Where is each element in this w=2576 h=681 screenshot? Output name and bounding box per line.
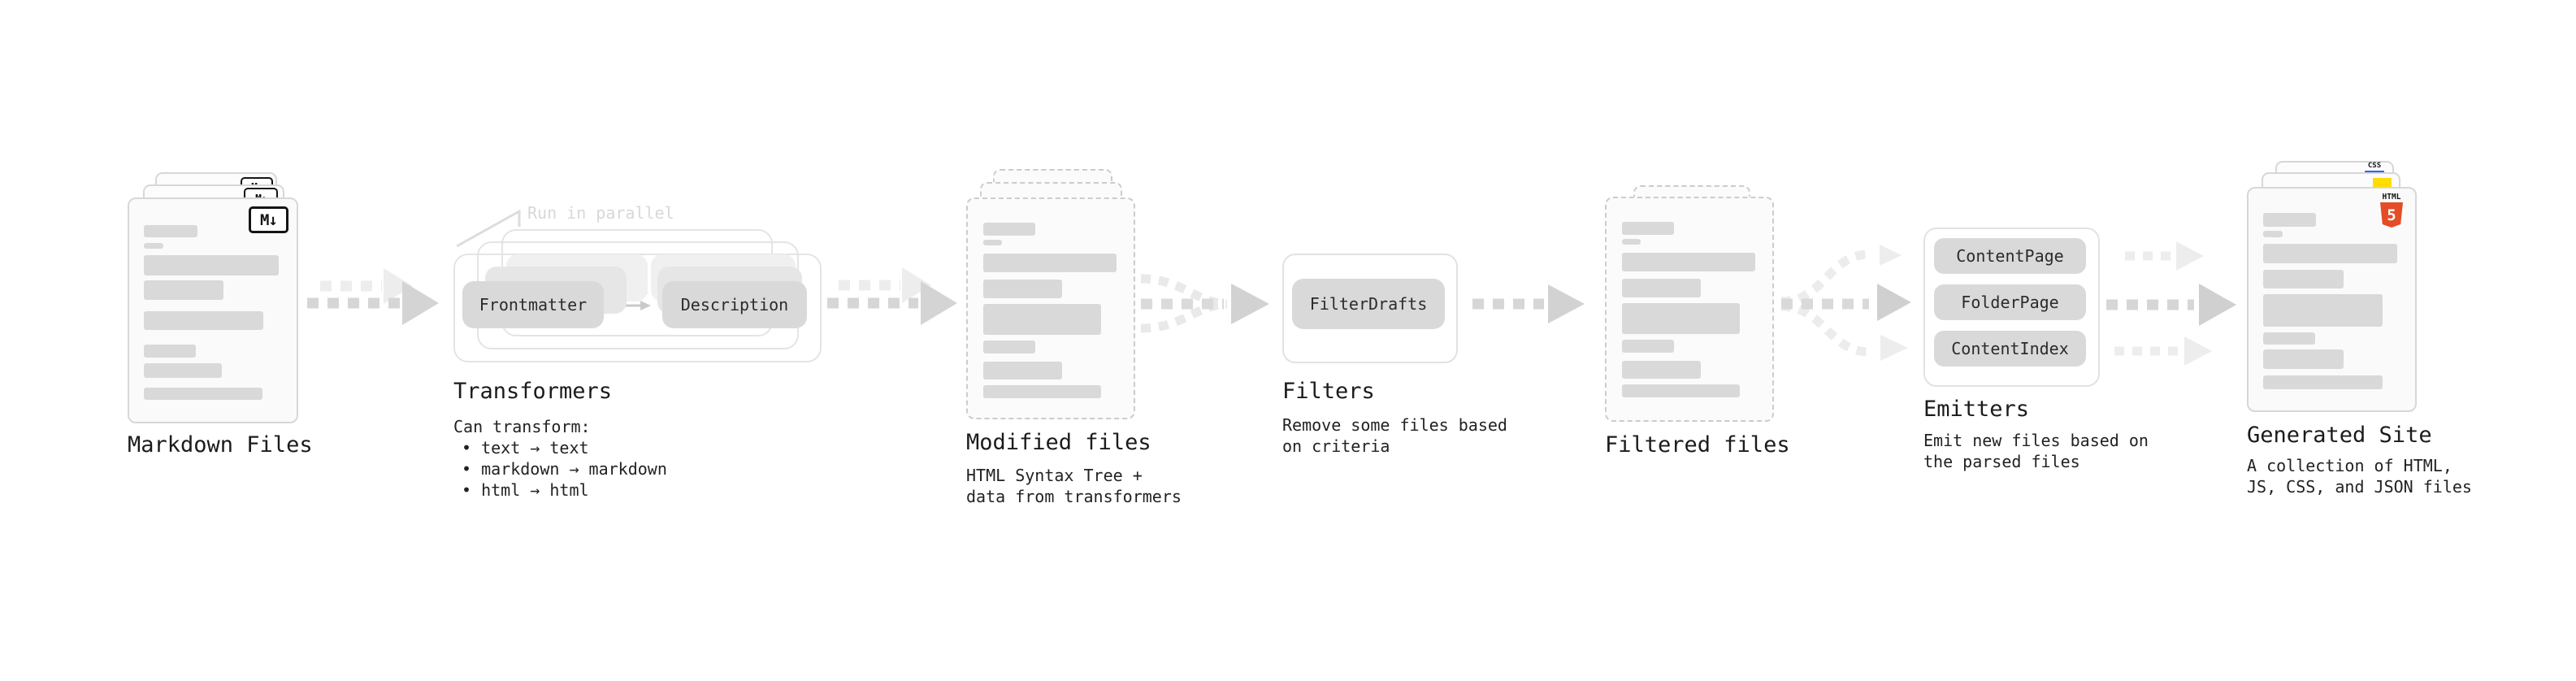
skeleton-bar <box>144 388 262 400</box>
css-file-icon: CSS <box>2365 163 2384 173</box>
skeleton-bar <box>2263 270 2344 288</box>
modified-files-description: HTML Syntax Tree + data from transformer… <box>966 465 1182 507</box>
desc-line: HTML Syntax Tree + <box>966 466 1143 485</box>
skeleton-bar <box>983 280 1062 298</box>
skeleton-bar <box>144 345 196 358</box>
skeleton-bar <box>1622 361 1701 379</box>
markdown-files-title: Markdown Files <box>128 432 313 458</box>
skeleton-bar <box>1622 340 1674 353</box>
css-label: CSS <box>2367 162 2382 170</box>
arrow-emitters-to-generated-bottom <box>2114 336 2212 366</box>
desc-line: data from transformers <box>966 487 1182 506</box>
frontmatter-pill: Frontmatter <box>462 281 604 328</box>
skeleton-bar <box>983 223 1035 236</box>
transform-bullet: • html → html <box>462 480 589 500</box>
modified-file-document <box>966 197 1135 419</box>
markdown-file-document: M↓ <box>128 197 298 423</box>
filterdrafts-pill: FilterDrafts <box>1292 279 1445 329</box>
skeleton-bar <box>1622 253 1755 271</box>
emitters-description: Emit new files based on the parsed files <box>1923 430 2149 472</box>
contentindex-pill: ContentIndex <box>1934 331 2086 367</box>
skeleton-bar <box>1622 222 1674 235</box>
skeleton-bar <box>983 385 1101 398</box>
skeleton-bar <box>2263 375 2383 389</box>
transform-bullet: • text → text <box>462 438 589 458</box>
skeleton-bar <box>144 363 222 378</box>
description-pill: Description <box>662 281 807 328</box>
skeleton-bar <box>2263 231 2283 237</box>
skeleton-bar <box>144 255 279 275</box>
html5-label: HTML <box>2382 193 2401 202</box>
arrow-filtered-to-emitters-fork <box>1780 245 1911 361</box>
filters-title: Filters <box>1282 379 1375 404</box>
arrow-markdown-to-transformers <box>307 281 439 325</box>
filtered-file-document <box>1605 197 1774 422</box>
run-in-parallel-note: Run in parallel <box>527 203 674 223</box>
skeleton-bar <box>983 304 1101 335</box>
skeleton-bar <box>983 362 1062 380</box>
arrow-emitters-to-generated-top <box>2125 241 2204 271</box>
arrow-filters-to-filtered <box>1472 284 1585 323</box>
skeleton-bar <box>983 340 1035 354</box>
filtered-files-title: Filtered files <box>1605 432 1790 458</box>
skeleton-bar <box>144 225 197 237</box>
generated-site-document: HTML 5 <box>2247 187 2417 412</box>
html5-logo-icon: HTML 5 <box>2379 193 2404 228</box>
skeleton-bar <box>2263 332 2315 345</box>
skeleton-bar <box>2263 213 2316 227</box>
skeleton-bar <box>1622 239 1641 245</box>
arrow-emitters-to-generated-mid <box>2106 284 2236 326</box>
skeleton-bar <box>983 254 1117 272</box>
skeleton-bar <box>983 240 1002 245</box>
modified-files-title: Modified files <box>966 430 1151 455</box>
desc-line: A collection of HTML, <box>2247 456 2452 475</box>
desc-line: on criteria <box>1282 436 1390 456</box>
js-file-icon <box>2373 178 2392 189</box>
desc-line: Remove some files based <box>1282 415 1507 435</box>
transformers-title: Transformers <box>453 379 613 404</box>
folderpage-pill: FolderPage <box>1934 284 2086 320</box>
arrow-markdown-to-transformers-light <box>320 268 413 304</box>
skeleton-bar <box>2263 349 2344 369</box>
desc-line: JS, CSS, and JSON files <box>2247 477 2472 497</box>
skeleton-bar <box>1622 303 1740 334</box>
generated-site-title: Generated Site <box>2247 423 2432 448</box>
filters-description: Remove some files based on criteria <box>1282 414 1507 457</box>
arrow-transformers-to-modified <box>827 281 957 325</box>
skeleton-bar <box>144 311 263 330</box>
desc-line: Emit new files based on <box>1923 431 2149 450</box>
html5-shield: 5 <box>2380 202 2403 228</box>
arrow-modified-to-filters-converge <box>1140 274 1269 333</box>
contentpage-pill: ContentPage <box>1934 238 2086 274</box>
desc-line: the parsed files <box>1923 452 2080 471</box>
skeleton-bar <box>144 243 163 249</box>
transformers-description: Can transform: • text → text • markdown … <box>453 416 667 501</box>
emitters-title: Emitters <box>1923 397 2030 422</box>
skeleton-bar <box>1622 384 1740 397</box>
skeleton-bar <box>144 280 223 300</box>
transformers-lead: Can transform: <box>453 417 591 436</box>
skeleton-bar <box>1622 279 1701 297</box>
arrow-transformers-to-modified-light <box>839 267 931 303</box>
generated-site-description: A collection of HTML, JS, CSS, and JSON … <box>2247 455 2472 497</box>
skeleton-bar <box>2263 244 2397 263</box>
markdown-logo-icon: M↓ <box>249 206 288 233</box>
skeleton-bar <box>2263 294 2383 327</box>
run-in-parallel-connector <box>456 209 521 248</box>
transform-bullet: • markdown → markdown <box>462 459 667 479</box>
